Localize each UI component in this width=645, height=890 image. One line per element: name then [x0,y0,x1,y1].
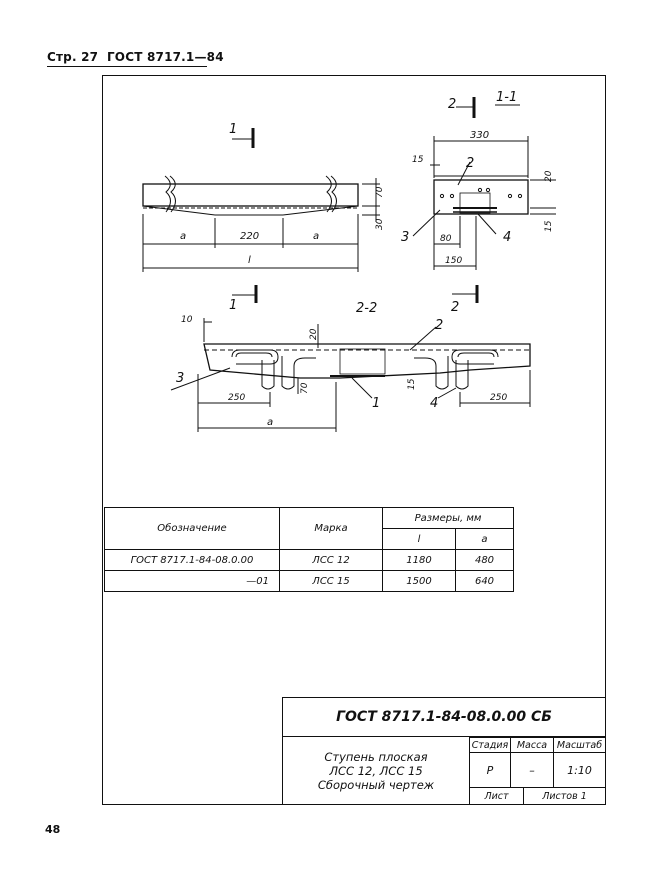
cut-mark-2-bottom: 2 [451,300,459,315]
page-label: Стр. 27 [47,50,99,64]
cut-mark-1-top: 1 [229,122,237,137]
dim-a-right: a [313,231,319,242]
section-2-2-title: 2-2 [356,301,377,316]
row-l: 1180 [382,549,456,571]
mass-label: Масса [510,737,554,753]
sheets-label: Листов 1 [523,787,606,805]
dim-30: 30 [375,218,385,230]
dim-70: 70 [375,186,385,198]
dim-220: 220 [240,231,259,242]
name-line-2: ЛСС 12, ЛСС 15 [329,763,423,778]
dim-15-edge: 15 [412,155,424,165]
col-sizes-header: Размеры, мм [382,507,514,529]
document-code: ГОСТ 8717.1-84-08.0.00 СБ [282,697,606,737]
dim-150: 150 [445,256,462,266]
title-block: ГОСТ 8717.1-84-08.0.00 СБ Ступень плоска… [282,697,606,805]
dim-a-left: a [180,231,186,242]
callout-1-long: 1 [372,396,380,411]
col-mark-header: Марка [279,507,383,550]
dim-20-long: 20 [309,328,319,340]
row-l: 1500 [382,570,456,592]
callout-2-long: 2 [435,318,443,333]
long-section-2-2 [170,285,531,432]
header-underline [47,66,207,67]
callout-2-section: 2 [466,156,474,171]
dim-l: l [248,255,251,266]
dim-15-long: 15 [407,378,417,390]
dim-20-section: 20 [544,170,554,182]
long-section-labels: 2-2 2 10 20 2 3 250 70 15 1 4 250 a [176,300,507,428]
dim-80: 80 [440,234,452,244]
specification-table: Обозначение Марка Размеры, мм l a ГОСТ 8… [104,507,514,592]
dim-10: 10 [181,315,193,325]
callout-3-section: 3 [401,230,409,245]
standard-code: ГОСТ 8717.1—84 [106,50,224,64]
callout-3-long: 3 [176,371,184,386]
cut-mark-1-bottom: 1 [229,298,237,313]
col-l-header: l [382,528,456,550]
table-row: —01 ЛСС 15 1500 640 [104,570,514,592]
col-designation-header: Обозначение [104,507,280,550]
dim-15-rib: 15 [544,220,554,232]
row-a: 480 [455,549,514,571]
table-row: ГОСТ 8717.1-84-08.0.00 ЛСС 12 1180 480 [104,549,514,571]
col-a-header: a [455,528,514,550]
row-designation: —01 [104,570,280,592]
page-header: Стр. 27 ГОСТ 8717.1—84 [47,50,224,64]
front-view [142,128,380,303]
dim-330: 330 [470,130,489,141]
cut-mark-2-top: 2 [448,97,456,112]
dim-a-long: a [267,417,273,428]
row-a: 640 [455,570,514,592]
document-name: Ступень плоская ЛСС 12, ЛСС 15 Сборочный… [282,737,470,805]
page-number: 48 [45,823,61,836]
cross-section-1-1 [412,97,556,270]
stage-value: Р [469,752,511,788]
cross-section-labels: 1-1 2 330 15 2 20 15 80 150 3 4 [401,90,554,266]
scale-value: 1:10 [553,752,606,788]
dim-250-left: 250 [228,393,245,403]
mass-value: – [510,752,554,788]
stage-label: Стадия [469,737,511,753]
sheet-label: Лист [469,787,524,805]
row-mark: ЛСС 12 [279,549,383,571]
front-view-labels: a 220 a l 70 30 1 1 [180,122,385,313]
dim-70-long: 70 [300,382,310,394]
callout-4-long: 4 [430,396,438,411]
callout-4-section: 4 [503,230,511,245]
dim-250-right: 250 [490,393,507,403]
row-designation: ГОСТ 8717.1-84-08.0.00 [104,549,280,571]
name-line-1: Ступень плоская [324,749,428,764]
scale-label: Масштаб [553,737,606,753]
section-1-1-title: 1-1 [496,90,517,105]
row-mark: ЛСС 15 [279,570,383,592]
name-line-3: Сборочный чертеж [317,777,435,792]
